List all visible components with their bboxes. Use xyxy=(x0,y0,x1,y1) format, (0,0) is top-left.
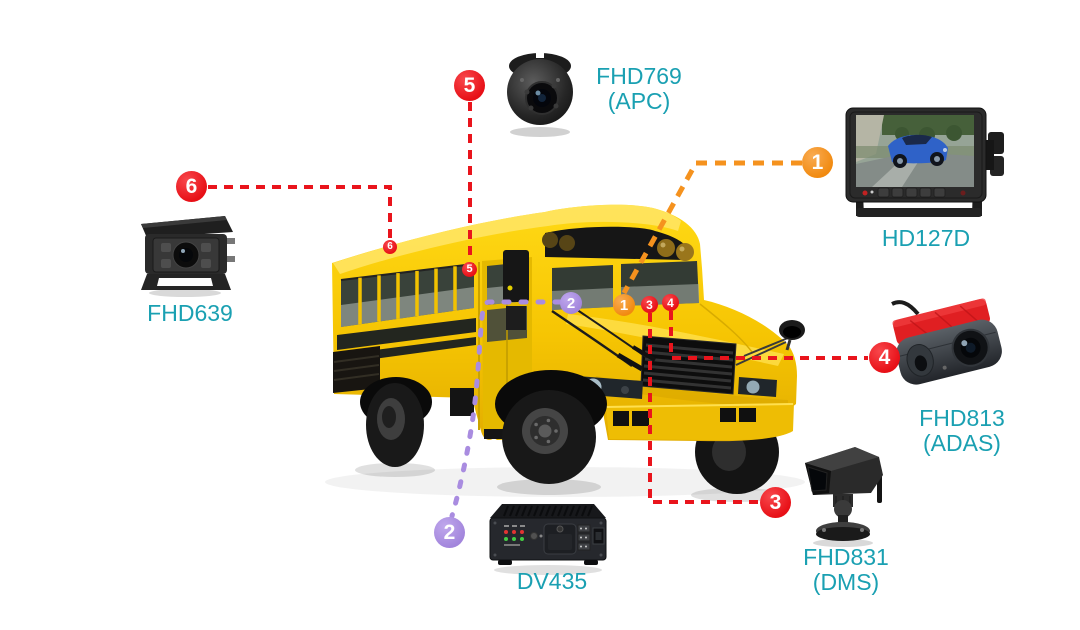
fhd831-dms-camera-icon xyxy=(805,447,883,547)
badge-4-on-bus: 4 xyxy=(662,294,679,311)
label-fhd813-model: FHD813 xyxy=(919,405,1005,431)
product-fhd639 xyxy=(133,210,245,298)
label-fhd769-model: FHD769 xyxy=(596,63,682,89)
label-fhd831: FHD831 (DMS) xyxy=(803,545,889,595)
hd127d-monitor-icon xyxy=(845,107,1004,217)
connector-line-1 xyxy=(621,160,802,295)
fhd639-camera-icon xyxy=(141,216,235,297)
badge-5: 5 xyxy=(454,70,485,101)
badge-4: 4 xyxy=(869,342,900,373)
badge-6: 6 xyxy=(176,171,207,202)
label-fhd639: FHD639 xyxy=(147,300,233,326)
label-hd127d: HD127D xyxy=(881,225,971,251)
product-fhd769 xyxy=(494,40,586,140)
label-dv435: DV435 xyxy=(516,568,588,594)
label-fhd769-type: (APC) xyxy=(607,88,671,114)
label-fhd813: FHD813 (ADAS) xyxy=(919,406,1005,456)
badge-3-on-bus: 3 xyxy=(641,296,658,313)
connector-line-4 xyxy=(669,311,868,360)
connector-line-3 xyxy=(648,313,759,504)
label-fhd813-type: (ADAS) xyxy=(923,430,1001,456)
hd127d-screen xyxy=(856,115,974,187)
fhd813-adas-camera-icon xyxy=(891,298,1002,385)
badge-3: 3 xyxy=(760,487,791,518)
fhd769-dome-camera-icon xyxy=(507,50,573,137)
badge-1-on-bus: 1 xyxy=(613,294,635,316)
connector-lines xyxy=(208,102,868,519)
product-dv435 xyxy=(480,498,616,578)
badge-6-on-bus: 6 xyxy=(383,240,397,254)
badge-2-on-bus: 2 xyxy=(560,292,582,314)
product-hd127d xyxy=(842,104,1010,226)
product-fhd831 xyxy=(791,441,895,549)
badge-5-on-bus: 5 xyxy=(462,262,477,277)
dv435-dvr-icon xyxy=(489,504,607,575)
product-fhd813 xyxy=(890,296,1008,410)
badge-1: 1 xyxy=(802,147,833,178)
connector-line-6 xyxy=(208,185,392,239)
connector-line-2 xyxy=(449,299,563,519)
badge-2: 2 xyxy=(434,517,465,548)
school-bus xyxy=(325,204,805,502)
label-fhd769: FHD769 (APC) xyxy=(596,64,682,114)
label-fhd831-model: FHD831 xyxy=(803,544,889,570)
label-fhd831-type: (DMS) xyxy=(812,569,880,595)
